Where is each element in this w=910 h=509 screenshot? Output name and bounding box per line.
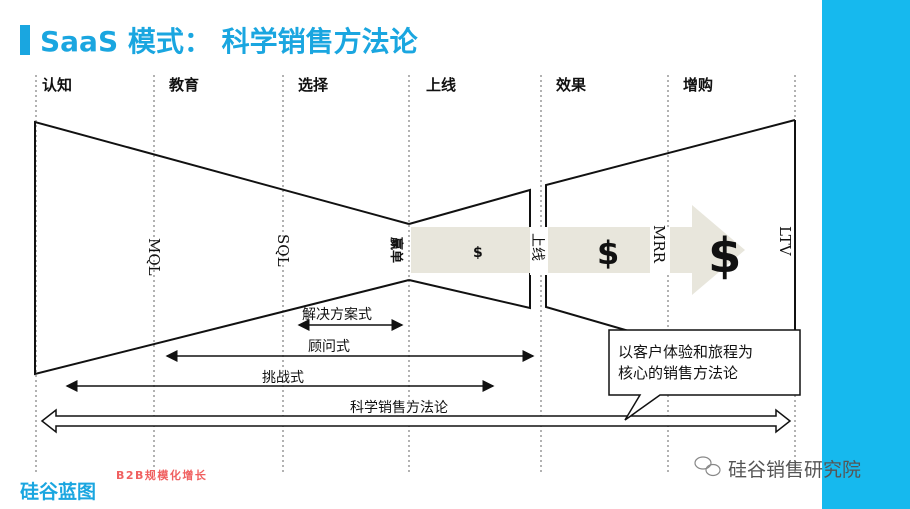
stage-label: 教育 (168, 76, 199, 94)
wechat-account: 硅谷销售研究院 (728, 459, 861, 481)
range-solution-label: 解决方案式 (302, 306, 372, 323)
footer-tagline: B2B规模化增长 (116, 468, 207, 482)
win-label: 赢单 (388, 237, 404, 263)
launch-label: 上线 (529, 233, 545, 261)
stage-label: 增购 (683, 76, 713, 94)
range-science-label: 科学销售方法论 (350, 400, 448, 416)
callout-box (608, 329, 801, 421)
callout-line: 以客户体验和旅程为 (618, 343, 753, 361)
ltv-label: LTV (776, 226, 794, 257)
dollar-icon: $ (473, 245, 483, 261)
value-arrow (411, 205, 745, 295)
title-marker (20, 25, 30, 55)
stage-label: 上线 (426, 76, 456, 94)
sql-label: SQL (274, 234, 292, 267)
dollar-icon: $ (597, 234, 619, 272)
callout-line: 核心的销售方法论 (618, 364, 738, 382)
stage-label: 效果 (556, 76, 587, 94)
side-strip (822, 0, 910, 509)
footer-logo: 硅谷蓝图 (20, 480, 96, 503)
page-title: SaaS 模式： 科学销售方法论 (40, 25, 419, 58)
dollar-icon: $ (708, 228, 741, 284)
stage-label: 认知 (42, 76, 72, 94)
range-consultative-label: 顾问式 (308, 339, 350, 355)
stage-label: 选择 (298, 76, 329, 94)
range-challenger-label: 挑战式 (262, 370, 304, 386)
wechat-icon (694, 456, 721, 477)
mrr-label: MRR (650, 225, 668, 264)
science-range-arrow (40, 408, 792, 434)
mql-label: MQL (145, 238, 163, 276)
